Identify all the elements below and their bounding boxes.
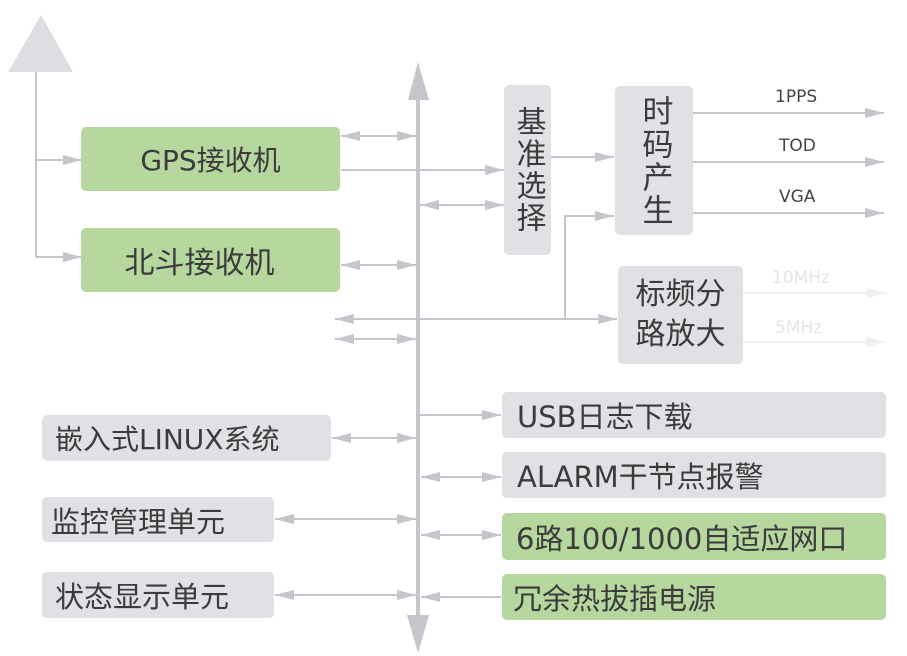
reference-select-label: 基准选择 <box>510 106 546 234</box>
alarm-dry-contact-label: ALARM干节点报警 <box>517 460 764 494</box>
arrowhead <box>397 514 416 524</box>
system-bus <box>407 62 429 653</box>
arrowhead <box>485 200 504 210</box>
arrowhead <box>275 590 294 600</box>
status-display-unit-block: 状态显示单元 <box>42 572 274 618</box>
output-5mhz-connector <box>743 337 885 347</box>
arrowhead <box>335 314 354 324</box>
reference-select-to-timecode-connector <box>551 152 614 162</box>
arrowhead <box>332 433 351 443</box>
arrowhead <box>598 314 617 324</box>
arrowhead <box>397 433 416 443</box>
linux-system-label: 嵌入式LINUX系统 <box>55 423 280 456</box>
ethernet-ports-label: 6路100/1000自适应网口 <box>516 521 848 556</box>
frequency-distribution-amplifier-block: 标频分 路放大 <box>618 266 743 364</box>
frequency-to-timecode-connector <box>564 211 614 319</box>
arrowhead <box>421 592 440 602</box>
output-label-10mhz: 10MHz <box>772 268 831 288</box>
arrowhead <box>397 590 416 600</box>
arrowhead <box>482 530 501 540</box>
bus-reference-select-connector <box>420 200 504 210</box>
arrowhead <box>595 152 614 162</box>
arrowhead <box>595 211 614 221</box>
bus-down-arrow-icon <box>407 615 429 653</box>
arrowhead <box>335 334 354 344</box>
gps-to-reference-select-connector <box>341 165 504 175</box>
output-10mhz-connector <box>743 288 886 298</box>
gps-receiver-block: GPS接收机 <box>81 127 340 191</box>
arrowhead <box>63 155 82 165</box>
arrowhead <box>867 288 886 298</box>
arrowhead <box>420 200 439 210</box>
output-vga-connector <box>693 208 884 218</box>
arrowhead <box>63 252 82 262</box>
timecode-generation-label: 时码产生 <box>636 94 673 227</box>
freq-amp-label-line1: 标频分 <box>635 277 726 312</box>
timecode-generation-block: 时码产生 <box>615 86 693 235</box>
alarm-dry-contact-block: ALARM干节点报警 <box>502 452 886 498</box>
output-label-5mhz: 5MHz <box>775 318 823 338</box>
ethernet-bus-connector <box>421 530 501 540</box>
arrowhead <box>341 260 360 270</box>
beidou-bus-connector <box>341 260 416 270</box>
monitor-bus-connector <box>275 514 416 524</box>
arrowhead <box>866 337 885 347</box>
arrowhead <box>865 108 884 118</box>
ethernet-ports-block: 6路100/1000自适应网口 <box>502 513 886 560</box>
arrowhead <box>397 260 416 270</box>
arrowhead <box>397 334 416 344</box>
gps-receiver-label: GPS接收机 <box>140 144 281 177</box>
arrowhead <box>482 410 501 420</box>
arrowhead <box>341 131 360 141</box>
beidou-receiver-block: 北斗接收机 <box>81 228 340 292</box>
freq-amp-label-line2: 路放大 <box>635 317 726 352</box>
alarm-bus-connector <box>421 472 501 482</box>
bus-to-usb-connector <box>420 410 501 420</box>
antenna-to-gps-connector <box>36 155 82 165</box>
connector-line <box>564 215 614 319</box>
bus-up-arrow-icon <box>408 62 429 100</box>
arrowhead <box>865 157 884 167</box>
linux-bus-connector <box>332 433 416 443</box>
output-label-tod: TOD <box>779 136 816 156</box>
antenna-to-beidou-connector <box>36 252 82 262</box>
output-label-1pps: 1PPS <box>775 87 818 107</box>
arrowhead <box>482 472 501 482</box>
frequency-feed-connector <box>335 314 617 324</box>
redundant-power-block: 冗余热拔插电源 <box>502 574 886 620</box>
reference-select-block: 基准选择 <box>504 85 551 255</box>
usb-log-download-label: USB日志下载 <box>517 400 693 434</box>
arrowhead <box>421 530 440 540</box>
status-display-unit-label: 状态显示单元 <box>55 580 230 614</box>
power-to-bus-connector <box>421 592 501 602</box>
output-label-vga: VGA <box>779 187 816 207</box>
linux-system-block: 嵌入式LINUX系统 <box>42 415 331 461</box>
monitor-unit-label: 监控管理单元 <box>51 504 226 539</box>
arrowhead <box>275 514 294 524</box>
arrowhead <box>865 208 884 218</box>
arrowhead <box>397 131 416 141</box>
arrowhead <box>485 165 504 175</box>
gps-bus-connector <box>341 131 416 141</box>
auxiliary-bus-connector <box>335 334 416 344</box>
status-display-bus-connector <box>275 590 416 600</box>
redundant-power-label: 冗余热拔插电源 <box>513 582 717 616</box>
arrowhead <box>421 472 440 482</box>
usb-log-download-block: USB日志下载 <box>502 392 886 438</box>
beidou-receiver-label: 北斗接收机 <box>124 246 275 281</box>
monitor-unit-block: 监控管理单元 <box>42 497 274 542</box>
antenna-icon <box>8 15 73 72</box>
output-1pps-connector <box>693 108 884 118</box>
output-tod-connector <box>693 157 884 167</box>
